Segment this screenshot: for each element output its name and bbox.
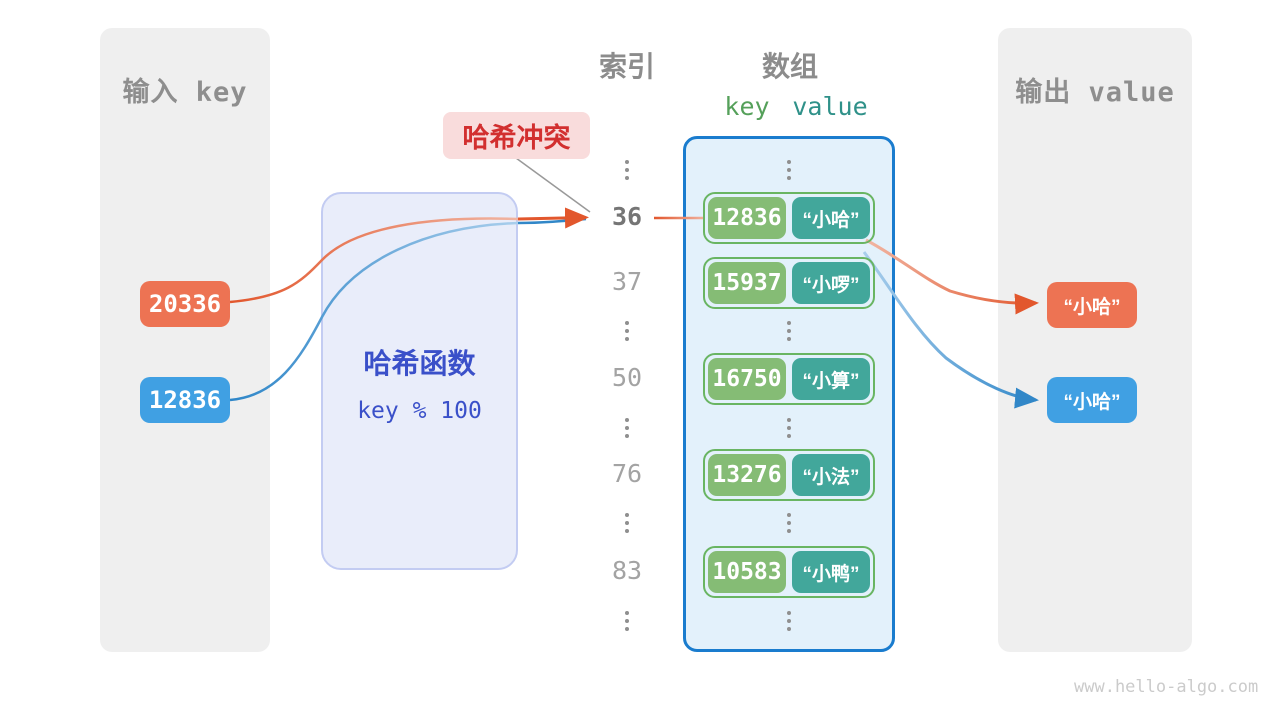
array-value-header: value — [792, 92, 868, 121]
ellipsis-dots — [787, 321, 791, 341]
entry-key: 15937 — [708, 262, 786, 304]
entry-value: “小鸭” — [792, 551, 870, 593]
ellipsis-dots — [787, 611, 791, 631]
array-entry-16750: 16750 “小算” — [703, 353, 875, 405]
curve-array-to-output-blue — [862, 251, 1039, 409]
index-37: 37 — [611, 267, 643, 296]
collision-label: 哈希冲突 — [443, 112, 590, 159]
curve-key-12836-to-hash — [229, 221, 519, 402]
array-key-header: key — [724, 92, 770, 121]
input-key-12836: 12836 — [140, 377, 230, 423]
hash-function-box: 哈希函数 key % 100 — [321, 192, 518, 570]
arrow-hash-to-index-36 — [517, 207, 589, 229]
index-83: 83 — [611, 556, 643, 585]
index-column-header: 索引 — [598, 51, 655, 82]
output-panel-title: 输出 value — [1015, 77, 1175, 108]
hash-function-formula: key % 100 — [357, 398, 482, 424]
array-column-header: 数组 — [761, 51, 818, 82]
watermark: www.hello-algo.com — [1074, 677, 1259, 697]
hash-function-name: 哈希函数 — [363, 348, 476, 379]
ellipsis-dots — [625, 611, 629, 631]
entry-key: 13276 — [708, 454, 786, 496]
input-key-20336: 20336 — [140, 281, 230, 327]
array-entry-13276: 13276 “小法” — [703, 449, 875, 501]
entry-value: “小算” — [792, 358, 870, 400]
output-panel: 输出 value — [998, 28, 1192, 652]
output-value-blue: “小哈” — [1047, 377, 1137, 423]
ellipsis-dots — [787, 418, 791, 438]
ellipsis-dots — [787, 513, 791, 533]
entry-value: “小啰” — [792, 262, 870, 304]
input-panel-title: 输入 key — [122, 77, 248, 108]
curve-key-20336-to-hash — [229, 217, 519, 304]
ellipsis-dots — [625, 160, 629, 180]
entry-value: “小哈” — [792, 197, 870, 239]
collision-leader-line — [515, 157, 591, 213]
array-entry-15937: 15937 “小啰” — [703, 257, 875, 309]
ellipsis-dots — [625, 321, 629, 341]
index-50: 50 — [611, 363, 643, 392]
array-entry-12836: 12836 “小哈” — [703, 192, 875, 244]
curve-array-to-output-orange — [865, 238, 1039, 315]
ellipsis-dots — [625, 418, 629, 438]
entry-key: 16750 — [708, 358, 786, 400]
input-panel: 输入 key — [100, 28, 270, 652]
output-value-orange: “小哈” — [1047, 282, 1137, 328]
entry-value: “小法” — [792, 454, 870, 496]
entry-key: 10583 — [708, 551, 786, 593]
array-entry-10583: 10583 “小鸭” — [703, 546, 875, 598]
ellipsis-dots — [625, 513, 629, 533]
entry-key: 12836 — [708, 197, 786, 239]
index-36: 36 — [611, 202, 643, 231]
index-76: 76 — [611, 459, 643, 488]
ellipsis-dots — [787, 160, 791, 180]
